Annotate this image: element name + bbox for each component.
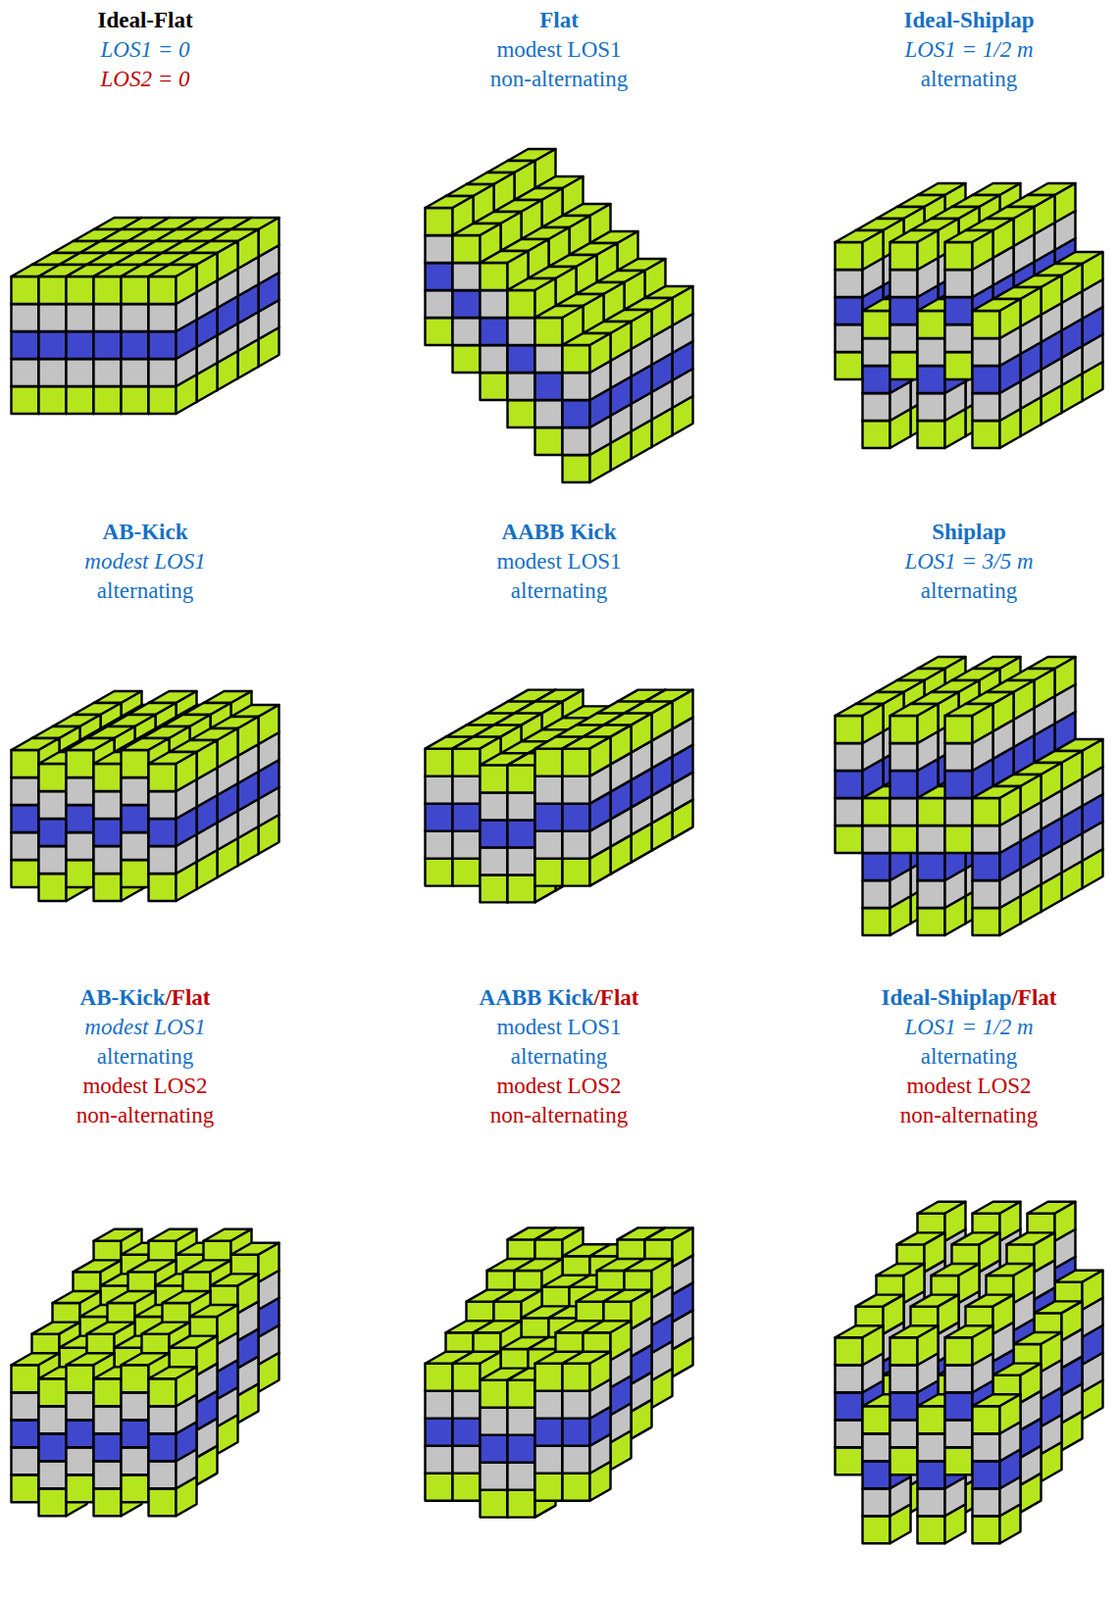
cube-face — [917, 365, 946, 394]
cube-face — [11, 358, 40, 387]
cube-face — [453, 290, 481, 318]
cube-face — [94, 304, 122, 332]
cube-face — [480, 345, 509, 373]
cube-face — [94, 331, 122, 359]
cube-face — [121, 331, 150, 359]
cube-face — [917, 420, 946, 449]
cube-face — [66, 358, 95, 387]
cube-face — [39, 276, 67, 305]
cube-face — [11, 331, 40, 359]
cube-face — [149, 304, 177, 332]
cube-face — [562, 427, 591, 456]
cube-face — [863, 393, 891, 421]
cube-face — [66, 304, 95, 332]
cube-face — [425, 235, 454, 263]
cube-face — [66, 331, 95, 359]
cube-face — [66, 386, 95, 414]
cube-face — [39, 304, 67, 332]
cube-face — [835, 352, 864, 380]
molecule-stack — [11, 691, 280, 902]
cube-face — [453, 262, 481, 291]
cube-face — [149, 331, 177, 359]
cube-face — [562, 372, 591, 401]
cube-face — [480, 317, 509, 346]
cube-face — [425, 207, 454, 236]
cube-face — [945, 242, 973, 270]
cube-face — [562, 400, 591, 428]
cube-face — [972, 420, 1001, 449]
cube-face — [425, 262, 454, 291]
cube-face — [39, 331, 67, 359]
cube-face — [835, 242, 864, 270]
cube-face — [835, 269, 864, 298]
cube-face — [39, 358, 67, 387]
cube-face — [972, 393, 1001, 421]
cube-face — [149, 358, 177, 387]
cube-face — [121, 386, 150, 414]
cube-face — [972, 365, 1001, 394]
cube-face — [535, 372, 563, 401]
cube-face — [508, 400, 536, 428]
cube-face — [94, 386, 122, 414]
cube-face — [535, 345, 563, 373]
cube-face — [121, 358, 150, 387]
cube-face — [890, 297, 918, 325]
cube-face — [945, 269, 973, 298]
cube-face — [835, 324, 864, 353]
cube-face — [535, 427, 563, 456]
molecule-stack — [425, 149, 694, 483]
cube-face — [535, 317, 563, 346]
cube-face — [890, 352, 918, 380]
cube-face — [453, 317, 481, 346]
cube-face — [453, 235, 481, 263]
cube-face — [94, 358, 122, 387]
cube-face — [39, 386, 67, 414]
cube-face — [972, 310, 1001, 339]
cube-face — [94, 276, 122, 305]
cube-face — [11, 386, 40, 414]
cube-face — [945, 324, 973, 353]
cube-face — [508, 317, 536, 346]
cube-face — [149, 386, 177, 414]
cube-face — [453, 345, 481, 373]
cube-face — [917, 310, 946, 339]
cube-face — [121, 276, 150, 305]
cube-face — [121, 304, 150, 332]
cube-face — [890, 324, 918, 353]
cube-face — [11, 304, 40, 332]
cube-face — [508, 372, 536, 401]
cube-face — [945, 297, 973, 325]
cube-face — [480, 290, 509, 318]
cube-face — [890, 269, 918, 298]
cube-face — [917, 338, 946, 366]
cube-face — [425, 290, 454, 318]
cube-face — [66, 276, 95, 305]
cube-face — [863, 310, 891, 339]
cube-face — [425, 317, 454, 346]
cube-face — [535, 400, 563, 428]
cube-face — [863, 365, 891, 394]
molecule-stack — [11, 217, 280, 414]
cube-face — [508, 290, 536, 318]
cube-face — [508, 345, 536, 373]
cube-face — [149, 276, 177, 305]
cube-face — [863, 338, 891, 366]
cube-face — [863, 420, 891, 449]
cube-face — [480, 262, 509, 291]
cube-face — [11, 276, 40, 305]
cube-face — [562, 455, 591, 483]
cube-face — [562, 345, 591, 373]
cube-face — [480, 372, 509, 401]
cube-face — [890, 242, 918, 270]
cube-face — [945, 352, 973, 380]
cube-face — [917, 393, 946, 421]
molecule-stack — [835, 183, 1104, 449]
cube-face — [972, 338, 1001, 366]
cube-face — [835, 297, 864, 325]
